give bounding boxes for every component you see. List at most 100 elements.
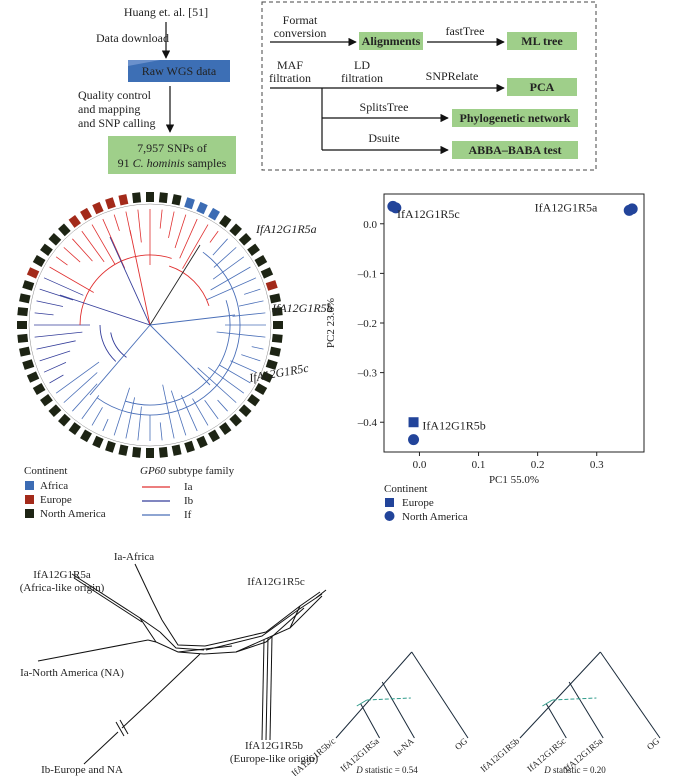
- tree-branch: [159, 422, 163, 441]
- tree-branch: [63, 247, 81, 263]
- pca-legend-europe: Europe: [402, 497, 434, 509]
- tree-branch: [210, 266, 251, 291]
- tree-tip-marker: [238, 233, 252, 246]
- tree-tip-marker: [32, 383, 46, 395]
- pca-annotation: IfA12G1R5c: [397, 207, 460, 221]
- tree-tip-marker: [184, 440, 195, 453]
- snps-line-2: 91 C. hominis samples: [118, 156, 227, 170]
- tree-branch: [204, 400, 219, 420]
- pca-ytick-label: –0.3: [357, 368, 378, 380]
- tree-tip-marker: [260, 267, 274, 279]
- net-ib: Ib-Europe and NA: [41, 764, 123, 776]
- alignments-box: [359, 32, 423, 50]
- tree-branch: [180, 395, 198, 432]
- tree-tip-marker: [146, 448, 154, 458]
- tree-tip-marker: [208, 207, 220, 221]
- tree-branch: [91, 224, 116, 265]
- tree-label-r5b: IfA12G1R5b: [271, 301, 333, 315]
- tree-tip-marker: [184, 197, 195, 210]
- tree-branch: [162, 384, 175, 439]
- qc-line-1: Quality control: [78, 88, 152, 102]
- qc-line-2: and mapping: [78, 102, 140, 116]
- tree-branch: [43, 362, 67, 373]
- fasttree-label: fastTree: [446, 24, 485, 38]
- tree-branch: [230, 360, 257, 373]
- maf-label-2: filtration: [269, 71, 311, 85]
- pca-xtick-label: 0.1: [472, 459, 486, 471]
- tree-tip-marker: [273, 321, 283, 329]
- tree-tip-marker: [22, 280, 35, 291]
- tree-tip-marker: [132, 446, 142, 458]
- tree-branch: [125, 397, 136, 439]
- tree-branch: [91, 407, 103, 426]
- download-label: Data download: [96, 31, 169, 45]
- pca-plot-frame: [383, 193, 645, 453]
- tree-branch: [241, 354, 261, 362]
- tree-tip-marker: [265, 359, 278, 370]
- tree-tip-marker: [68, 422, 81, 435]
- tree-branch: [49, 266, 94, 293]
- legend-europe: Europe: [40, 494, 72, 506]
- pca-legend: Continent Europe North America: [384, 483, 468, 523]
- legend-ib: Ib: [184, 495, 194, 507]
- tree-tip-marker: [17, 321, 27, 329]
- maf-label-1: MAF: [277, 58, 303, 72]
- tree-tip-marker: [229, 223, 242, 237]
- tree-label-r5c: IfA12G1R5c: [247, 361, 310, 385]
- abba-label: ABBA–BABA test: [468, 143, 561, 157]
- methods-dashed-box: [261, 1, 597, 171]
- continent-legend: Continent Africa Europe North America: [24, 465, 106, 520]
- dstat-leaf-label: IfA12G1R5b: [478, 736, 521, 775]
- pca-legend-square: [385, 498, 394, 507]
- tree-tip-marker: [219, 215, 232, 228]
- tree-tip-marker: [32, 255, 46, 267]
- tree-tip-marker: [26, 371, 40, 383]
- tree-tip-marker: [208, 429, 220, 443]
- tree-tip-marker: [80, 429, 92, 443]
- tree-tip-marker: [158, 446, 168, 458]
- tree-tip-marker: [58, 223, 71, 237]
- tree-branch: [102, 218, 126, 269]
- tree-branch: [206, 277, 257, 301]
- raw-data-box: [128, 60, 230, 82]
- tree-tip-marker: [26, 267, 40, 279]
- tree-branch: [232, 312, 266, 317]
- splits-network-panel: [37, 563, 327, 765]
- tree-tip-marker: [118, 194, 129, 206]
- tree-tip-marker: [58, 413, 71, 427]
- tree-branch: [39, 288, 74, 301]
- tree-tip-marker: [68, 215, 81, 228]
- pca-legend-circle: [384, 511, 395, 521]
- tree-branch: [212, 238, 228, 256]
- tree-branch: [219, 364, 251, 384]
- legend-swatch-na: [25, 509, 34, 518]
- tree-branch: [208, 366, 245, 394]
- tree-branch: [72, 383, 98, 412]
- pca-ytick-label: –0.4: [357, 417, 378, 429]
- dstat-leaf-label: OG: [453, 736, 470, 752]
- tree-label-r5a: IfA12G1R5a: [255, 222, 317, 236]
- subtype-legend: GP60 subtype family Ia Ib If: [140, 465, 235, 521]
- pca-xtick-label: 0.2: [531, 459, 545, 471]
- pca-legend-title: Continent: [384, 483, 427, 495]
- tree-tip-marker: [146, 192, 154, 202]
- tree-branch: [49, 374, 64, 384]
- tree-tip-marker: [269, 346, 281, 357]
- tree-tip-marker: [80, 207, 92, 221]
- tree-branch: [55, 361, 100, 394]
- legend-africa: Africa: [40, 480, 68, 492]
- tree-tip-marker: [92, 435, 104, 449]
- tree-tip-marker: [271, 333, 283, 343]
- pca-xlabel: PC1 55.0%: [489, 474, 539, 486]
- network-box: [452, 109, 578, 127]
- tree-branch: [179, 218, 198, 259]
- tree-branch: [216, 331, 266, 338]
- dsuite-label: Dsuite: [368, 131, 399, 145]
- tree-tip-marker: [105, 440, 116, 453]
- snprelate-label: SNPRelate: [426, 69, 479, 83]
- tree-branch: [102, 418, 109, 432]
- ld-label-1: LD: [354, 58, 370, 72]
- tree-tip-marker: [19, 346, 31, 357]
